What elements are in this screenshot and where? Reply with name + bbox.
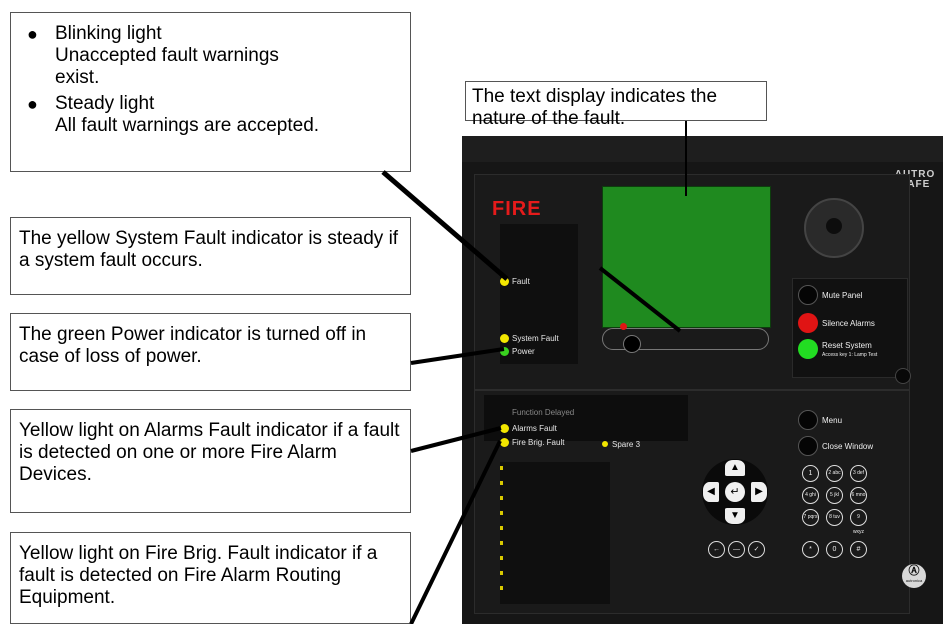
callout-text: The yellow System Fault indicator is ste… [19,228,399,271]
fault-light-list: ● Blinking light Unaccepted fault warnin… [11,23,410,137]
key-icon [826,218,842,234]
navigation-slider[interactable] [602,328,769,350]
keypad-key-7[interactable]: 7 pqrs [802,509,819,526]
close-window-label: Close Window [822,442,874,451]
autronica-logo: Ⓐ autronica [902,564,926,588]
brand-logo: AUTRO SAFE [894,169,936,190]
spare-led [602,441,608,447]
silence-alarms-button[interactable] [798,313,818,333]
bullet-icon: ● [27,94,38,114]
enter-icon[interactable]: ↵ [725,482,745,502]
fault-led [500,277,509,286]
callout-fire-brig-fault: Yellow light on Fire Brig. Fault indicat… [10,532,411,624]
indicator-box-lower [484,395,688,441]
arrow-left-icon[interactable]: ◀ [703,482,719,502]
fire-brig-fault-label: Fire Brig. Fault [512,438,565,447]
fire-alarm-panel: AUTRO SAFE FIRE Fault System Fault Power… [462,136,943,624]
callout-text: The green Power indicator is turned off … [19,324,367,367]
callout-text: Yellow light on Alarms Fault indicator i… [19,420,400,485]
text-display [602,186,771,328]
system-fault-led [500,334,509,343]
side-round-button[interactable] [895,368,911,384]
logo-small-text: autronica [905,578,923,583]
list-item-line: All fault warnings are accepted. [55,115,320,136]
list-item-title: Steady light [55,93,155,114]
callout-text-display: The text display indicates the nature of… [465,81,767,129]
alarms-fault-led [500,424,509,433]
list-item: ● Steady light All fault warnings are ac… [11,93,410,137]
callout-alarms-fault: Yellow light on Alarms Fault indicator i… [10,409,411,513]
keypad-key-8[interactable]: 8 tuv [826,509,843,526]
list-item-title: Blinking light [55,23,162,44]
system-fault-label: System Fault [512,334,559,343]
callout-text: Yellow light on Fire Brig. Fault indicat… [19,543,378,608]
dash-button-icon[interactable]: — [728,541,745,558]
navigation-knob[interactable] [623,335,641,353]
list-item: ● Blinking light Unaccepted fault warnin… [11,23,410,89]
mute-panel-label: Mute Panel [822,291,863,300]
silence-alarms-label: Silence Alarms [822,319,875,328]
keypad-key-9[interactable]: 9 wxyz [850,509,867,535]
back-button-icon[interactable]: ← [708,541,725,558]
alarms-fault-label: Alarms Fault [512,424,557,433]
keypad-key-star[interactable]: * [802,541,819,558]
mute-panel-button[interactable] [798,285,818,305]
arrow-right-icon[interactable]: ▶ [751,482,767,502]
arrow-up-icon[interactable]: ▲ [725,460,745,476]
callout-system-fault: The yellow System Fault indicator is ste… [10,217,411,295]
menu-label: Menu [822,416,843,425]
power-label: Power [512,347,535,356]
close-window-button[interactable] [798,436,818,456]
function-delayed-label: Function Delayed [512,408,575,417]
list-item-line: exist. [55,67,100,88]
led-list-panel [500,462,610,604]
fire-label: FIRE [492,198,542,220]
keypad-key-6[interactable]: 6 mno [850,487,867,504]
menu-button[interactable] [798,410,818,430]
reset-system-button[interactable] [798,339,818,359]
keypad-key-4[interactable]: 4 ghi [802,487,819,504]
fire-brig-fault-led [500,438,509,447]
keypad-key-3[interactable]: 3 def [850,465,867,482]
keypad-key-hash[interactable]: # [850,541,867,558]
led-dots-column [500,466,503,596]
list-item-line: Unaccepted fault warnings [55,45,279,66]
keypad-key-0[interactable]: 0 [826,541,843,558]
check-button-icon[interactable]: ✓ [748,541,765,558]
fault-label: Fault [512,277,530,286]
reset-system-label: Reset System [822,341,872,350]
callout-fault-blinking: ● Blinking light Unaccepted fault warnin… [10,12,411,172]
arrow-down-icon[interactable]: ▼ [725,508,745,524]
indicator-box-upper [500,224,578,364]
reset-system-sublabel: Access key 1: Lamp Test [822,352,878,358]
keypad-key-2[interactable]: 2 abc [826,465,843,482]
power-led [500,347,509,356]
key-switch[interactable] [804,198,864,258]
keypad-key-1[interactable]: 1 [802,465,819,482]
callout-power: The green Power indicator is turned off … [10,313,411,391]
navigation-red-led [620,323,627,330]
spare-label: Spare 3 [612,440,641,449]
dpad[interactable]: ▲ ▼ ◀ ▶ ↵ [702,459,768,525]
panel-top-bezel [462,136,943,162]
bullet-icon: ● [27,24,38,44]
keypad-key-5[interactable]: 5 jkl [826,487,843,504]
logo-mark-icon: Ⓐ [908,565,920,577]
callout-text: The text display indicates the nature of… [472,86,718,129]
